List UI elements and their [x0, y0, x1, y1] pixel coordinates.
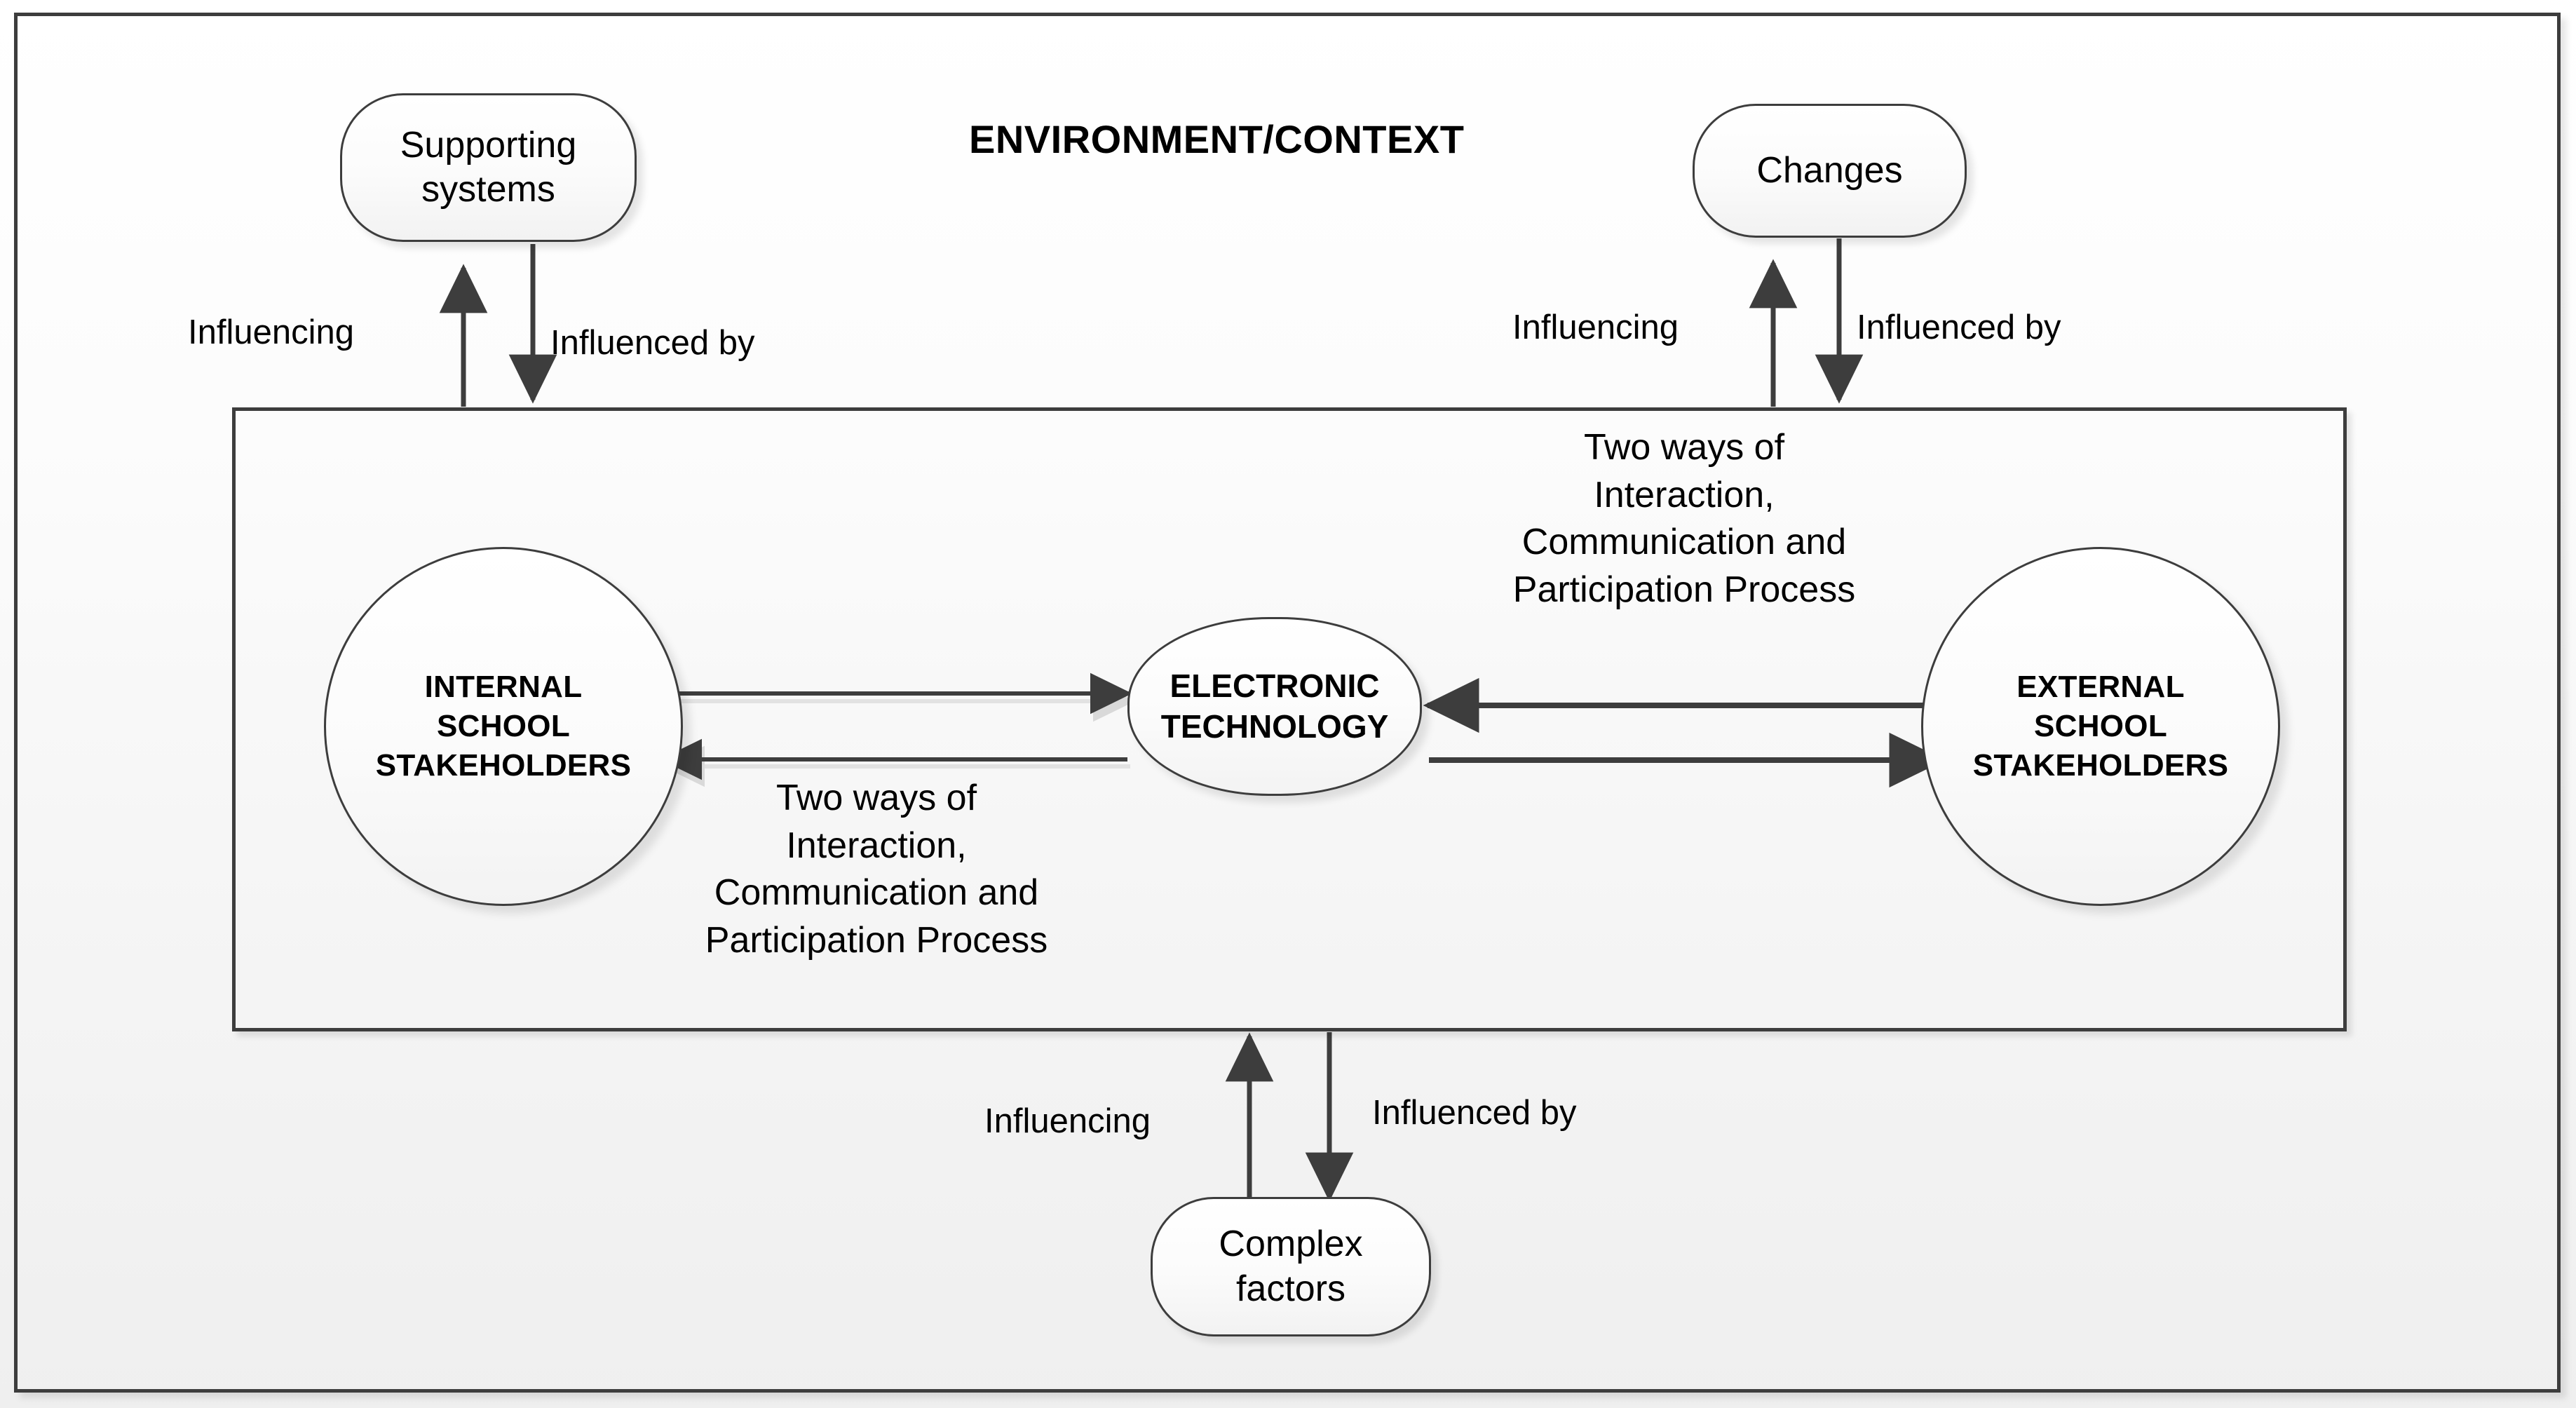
- process-left-line2: Interaction,: [786, 825, 967, 866]
- process-label-right: Two ways of Interaction, Communication a…: [1474, 424, 1894, 614]
- label-influenced-by-complex-factors: Influenced by: [1372, 1094, 1577, 1132]
- node-changes[interactable]: Changes: [1693, 104, 1967, 238]
- technology-label-line1: ELECTRONIC: [1170, 667, 1380, 704]
- internal-label-line1: INTERNAL: [424, 669, 583, 704]
- external-label-line3: STAKEHOLDERS: [1972, 748, 2229, 783]
- process-right-line1: Two ways of: [1583, 427, 1785, 468]
- outer-border-frame: [14, 13, 2561, 1393]
- process-right-line4: Participation Process: [1512, 569, 1856, 610]
- technology-label-line2: TECHNOLOGY: [1160, 708, 1389, 745]
- label-influencing-complex-factors: Influencing: [984, 1102, 1151, 1140]
- process-left-line3: Communication and: [714, 872, 1039, 914]
- label-influenced-by-supporting-systems: Influenced by: [550, 324, 755, 362]
- label-influencing-supporting-systems: Influencing: [188, 313, 355, 351]
- page-title: ENVIRONMENT/CONTEXT: [969, 117, 1465, 161]
- process-left-line1: Two ways of: [775, 778, 977, 818]
- process-label-left: Two ways of Interaction, Communication a…: [659, 775, 1094, 964]
- external-label-line1: EXTERNAL: [2016, 669, 2185, 704]
- environment-context-rectangle: [232, 407, 2347, 1031]
- node-supporting-systems[interactable]: Supporting systems: [340, 93, 637, 242]
- internal-label-line2: SCHOOL: [436, 708, 571, 743]
- node-electronic-technology[interactable]: ELECTRONIC TECHNOLOGY: [1127, 617, 1422, 796]
- internal-label-line3: STAKEHOLDERS: [375, 748, 632, 783]
- process-right-line3: Communication and: [1521, 522, 1847, 563]
- node-internal-school-stakeholders[interactable]: INTERNAL SCHOOL STAKEHOLDERS: [324, 547, 683, 906]
- node-supporting-systems-label-line2: systems: [421, 169, 555, 210]
- node-complex-factors[interactable]: Complex factors: [1151, 1197, 1431, 1336]
- external-label-line2: SCHOOL: [2033, 708, 2168, 743]
- node-supporting-systems-label-line1: Supporting: [400, 124, 577, 165]
- node-complex-factors-label-line1: Complex: [1219, 1224, 1363, 1265]
- label-influencing-changes: Influencing: [1512, 309, 1679, 346]
- node-complex-factors-label-line2: factors: [1235, 1268, 1346, 1309]
- node-changes-label: Changes: [1756, 149, 1903, 191]
- process-left-line4: Participation Process: [705, 919, 1048, 961]
- label-influenced-by-changes: Influenced by: [1857, 309, 2061, 346]
- process-right-line2: Interaction,: [1594, 474, 1775, 515]
- node-external-school-stakeholders[interactable]: EXTERNAL SCHOOL STAKEHOLDERS: [1921, 547, 2280, 906]
